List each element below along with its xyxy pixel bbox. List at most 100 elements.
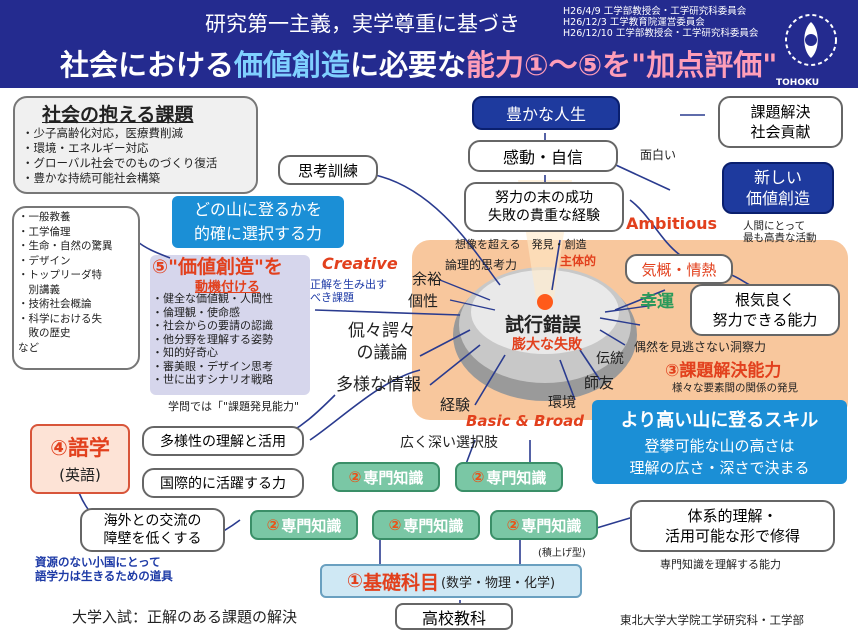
choose-line: どの山に登るかを [193, 200, 322, 219]
lang-title: ④語学 [50, 436, 110, 460]
title-part-c: に必要な [350, 48, 467, 82]
senmon-note: (積上げ型) [538, 548, 586, 559]
konki-line: 努力できる能力 [712, 311, 818, 329]
skill-line: 理解の広さ・深さで決まる [629, 459, 810, 477]
guuzen-label: 偶然を見逃さない洞察力 [634, 340, 767, 354]
skill-box: より高い山に登るスキル 登攀可能な山の高さは 理解の広さ・深さで決まる [592, 400, 847, 484]
shigen-line: 資源のない小国にとって [35, 555, 161, 569]
creative-note-line: べき課題 [310, 291, 354, 304]
liberal-box [12, 206, 140, 370]
kaigai-line: 障壁を低くする [103, 531, 202, 547]
value-note: 学問では「"課題発見能力" [168, 400, 300, 413]
kenken-label: 侃々諤々 の議論 [348, 320, 416, 364]
yoyu-label: 余裕 [412, 270, 443, 288]
senmon-num: ② [471, 468, 485, 486]
title-part-d: 能力①～⑤を"加点評価" [466, 48, 778, 82]
stadium-field [471, 270, 619, 354]
tayou-label: 多様な情報 [336, 375, 421, 395]
kiso-label: 基礎科目 [362, 571, 439, 594]
list-item: ・少子高齢化対応，医療費削減 [22, 126, 183, 140]
list-item: ・技術社会概論 [18, 298, 92, 310]
skill-title: より高い山に登るスキル [620, 410, 819, 431]
senmon-num: ② [388, 516, 402, 534]
choose-line: 的確に選択する力 [193, 224, 322, 243]
senmon-label: 専門知識 [403, 516, 464, 535]
tayousei-box: 多様性の理解と活用 [142, 426, 304, 456]
konki-line: 根気良く [734, 291, 795, 309]
date-line: H26/12/10 工学部教授会・工学研究科委員会 [563, 28, 759, 39]
keiken-label: 経験 [440, 396, 471, 414]
list-item: ・豊かな持続可能社会構築 [22, 171, 160, 185]
center-arrows [439, 279, 656, 326]
list-item: ・生命・自然の驚異 [18, 240, 113, 252]
atarashii-line: 価値創造 [745, 189, 810, 208]
list-item: ・審美眼・デザイン思考 [152, 359, 273, 373]
value-heading: ⑤"価値創造"を [152, 256, 283, 278]
list-item: ・社会からの要請の認識 [152, 319, 273, 332]
kosei-label: 個性 [408, 292, 439, 310]
lang-box: ④語学 (英語) [30, 424, 130, 494]
senmon-label: 専門知識 [281, 516, 342, 535]
kiso-subjects: (数学・物理・化学) [440, 575, 556, 591]
society-title: 社会の抱える課題 [42, 104, 194, 126]
tohoku-logo-icon [785, 14, 837, 66]
senmon-label: 専門知識 [521, 516, 582, 535]
souzou-label: 想像を超える 発見・創造 [455, 238, 587, 251]
koukou-box: 高校教科 [395, 603, 513, 630]
list-item: ・工学倫理 [18, 225, 71, 238]
header-banner [0, 0, 858, 88]
ronri-label: 論理的思考力 [445, 258, 518, 272]
society-box [13, 96, 258, 194]
list-item: ・グローバル社会でのものづくり復活 [22, 156, 218, 170]
footer-credit: 東北大学大学院工学研究科・工学部 [620, 613, 804, 627]
atarashii-note: 人間にとって 最も高貴な活動 [743, 220, 817, 244]
lang-sub: (英語) [59, 466, 101, 484]
kankyou-label: 環境 [548, 395, 576, 411]
atarashii-note-line: 人間にとって [743, 220, 806, 232]
header-dates: H26/4/9 工学部教授会・工学研究科委員会 H26/12/3 工学教育院運営… [563, 6, 758, 39]
list-item: 敗の歴史 [18, 327, 71, 339]
kadai-box: 課題解決 社会貢献 [718, 96, 843, 148]
liberal-list: ・一般教養 ・工学倫理 ・生命・自然の驚異 ・デザイン ・トップリーダ特 別講義… [18, 210, 113, 355]
skill-line: 登攀可能な山の高さは [644, 437, 795, 455]
kaigai-box: 海外との交流の 障壁を低くする [80, 508, 225, 552]
kadai-line: 課題解決 [750, 103, 811, 121]
list-item: ・他分野を理解する姿勢 [152, 332, 273, 346]
value-list: ・健全な価値観・人間性 ・倫理観・使命感 ・社会からの要請の認識 ・他分野を理解… [152, 292, 273, 387]
creative-note-line: 正解を生み出す [310, 278, 387, 291]
list-item: 別講義 [18, 283, 60, 296]
shigen-line: 語学力は生きるための道具 [35, 569, 173, 583]
header-subtitle: 研究第一主義，実学尊重に基づき [205, 12, 520, 36]
konki-box: 根気良く 努力できる能力 [690, 284, 840, 336]
taikei-line: 体系的理解・ [687, 507, 778, 525]
list-item: ・倫理観・使命感 [152, 305, 240, 319]
dentou-label: 伝統 [596, 351, 624, 367]
doryoku-box: 努力の末の成功 失敗の貴重な経験 [464, 182, 624, 232]
date-line: H26/4/9 工学部教授会・工学研究科委員会 [563, 6, 747, 17]
spark-icon [537, 294, 553, 310]
logo-text: TOHOKU [776, 78, 820, 88]
value-sub: 動機付ける [195, 280, 261, 295]
value-box-bg [150, 255, 310, 395]
list-item: ・トップリーダ特 [18, 269, 102, 281]
list-item: ・一般教養 [18, 211, 71, 223]
list-item: ・世に出すシナリオ戦略 [152, 373, 273, 386]
doryoku-line: 努力の末の成功 [495, 190, 593, 206]
list-item: ・環境・エネルギー対応 [22, 141, 149, 155]
shutai-label: 主体的 [560, 254, 597, 268]
creative-note: 正解を生み出す べき課題 [310, 278, 387, 304]
shikou-box: 思考訓練 [278, 155, 378, 185]
creative-label: Creative [322, 254, 398, 273]
nyushi-label: 大学入試：正解のある課題の解決 [72, 608, 298, 626]
shigen-note: 資源のない小国にとって 語学力は生きるための道具 [35, 555, 173, 583]
kigai-box: 気概・情熱 [625, 254, 733, 284]
taikei-line: 活用可能な形で修得 [664, 527, 800, 545]
basic-label: Basic & Broad [466, 412, 585, 430]
kenken-line: 侃々諤々 [348, 321, 416, 341]
society-list: ・少子高齢化対応，医療費削減 ・環境・エネルギー対応 ・グローバル社会でのものづ… [22, 126, 217, 186]
list-item: ・デザイン [18, 254, 71, 267]
list-item: ・科学における失 [18, 312, 102, 325]
